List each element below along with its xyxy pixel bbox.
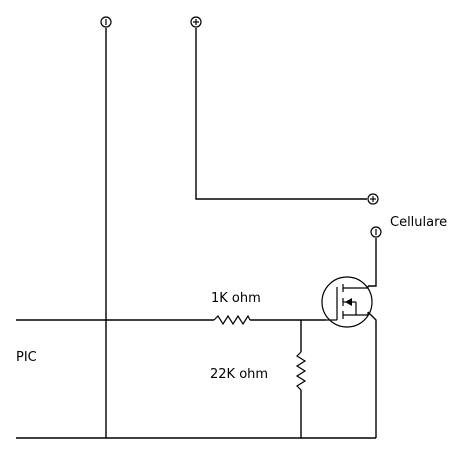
label-resistor-22k: 22K ohm: [210, 367, 268, 382]
label-pic: PIC: [16, 350, 37, 365]
mosfet-drain-wire: [368, 238, 377, 287]
resistor-1k-symbol: [213, 314, 251, 326]
positive-supply-wire: [195, 28, 367, 200]
resistor-22k-symbol: [295, 351, 307, 391]
terminal-phone-minus-icon: [370, 226, 382, 238]
label-phone: Cellulare: [390, 215, 447, 230]
label-resistor-1k: 1K ohm: [211, 291, 261, 306]
mosfet-transistor: [321, 276, 373, 328]
mosfet-source-wire: [367, 311, 377, 438]
terminal-positive-top-plus-icon: [190, 16, 202, 28]
terminal-negative-top-minus-icon: [100, 16, 112, 28]
terminal-phone-plus-icon: [367, 193, 379, 205]
